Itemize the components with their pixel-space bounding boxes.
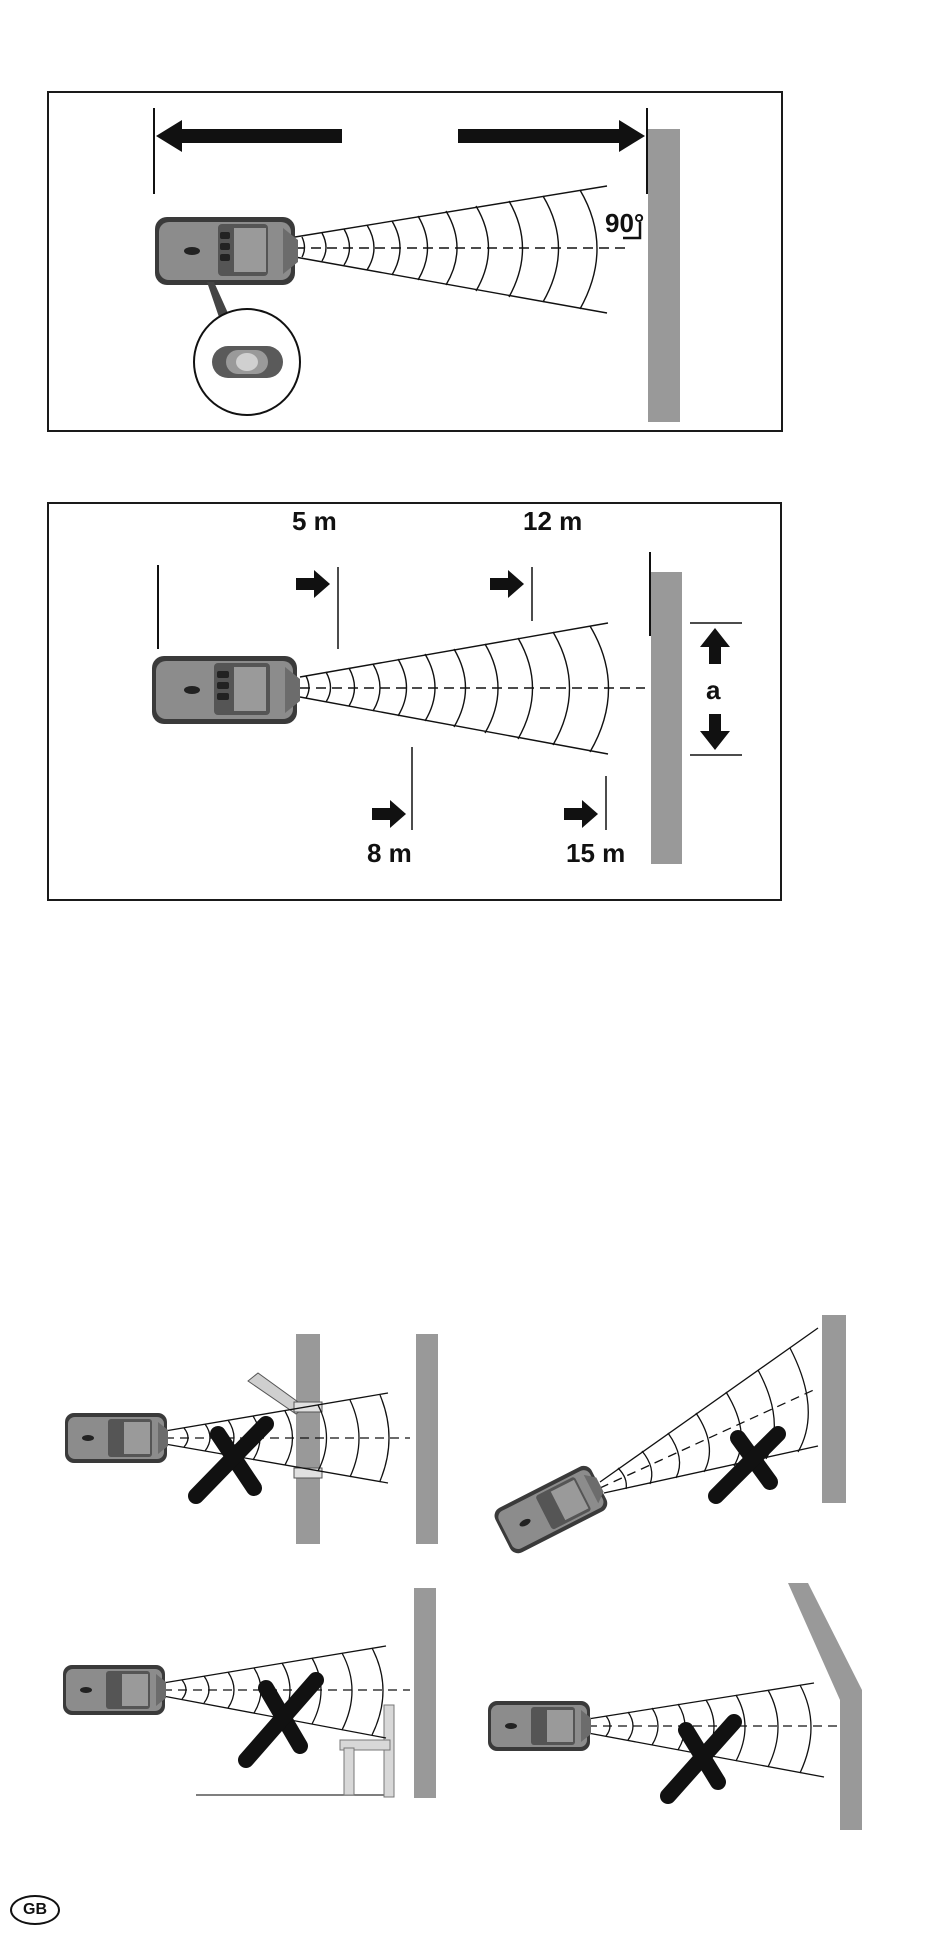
panel-furniture <box>63 1588 436 1798</box>
wall <box>416 1334 438 1544</box>
language-badge: GB <box>10 1895 60 1925</box>
partition <box>296 1334 320 1544</box>
device <box>488 1701 591 1751</box>
cross-icon <box>716 1434 778 1496</box>
panel-obstacle <box>65 1334 438 1544</box>
wall <box>822 1315 846 1503</box>
wall <box>414 1588 436 1798</box>
panel-bent-wall <box>488 1583 862 1830</box>
table <box>340 1705 394 1797</box>
device <box>65 1413 168 1463</box>
device <box>63 1665 166 1715</box>
panel-angled <box>491 1315 846 1556</box>
bent-wall <box>788 1583 862 1830</box>
cross-icon <box>246 1680 316 1760</box>
device <box>491 1462 611 1556</box>
